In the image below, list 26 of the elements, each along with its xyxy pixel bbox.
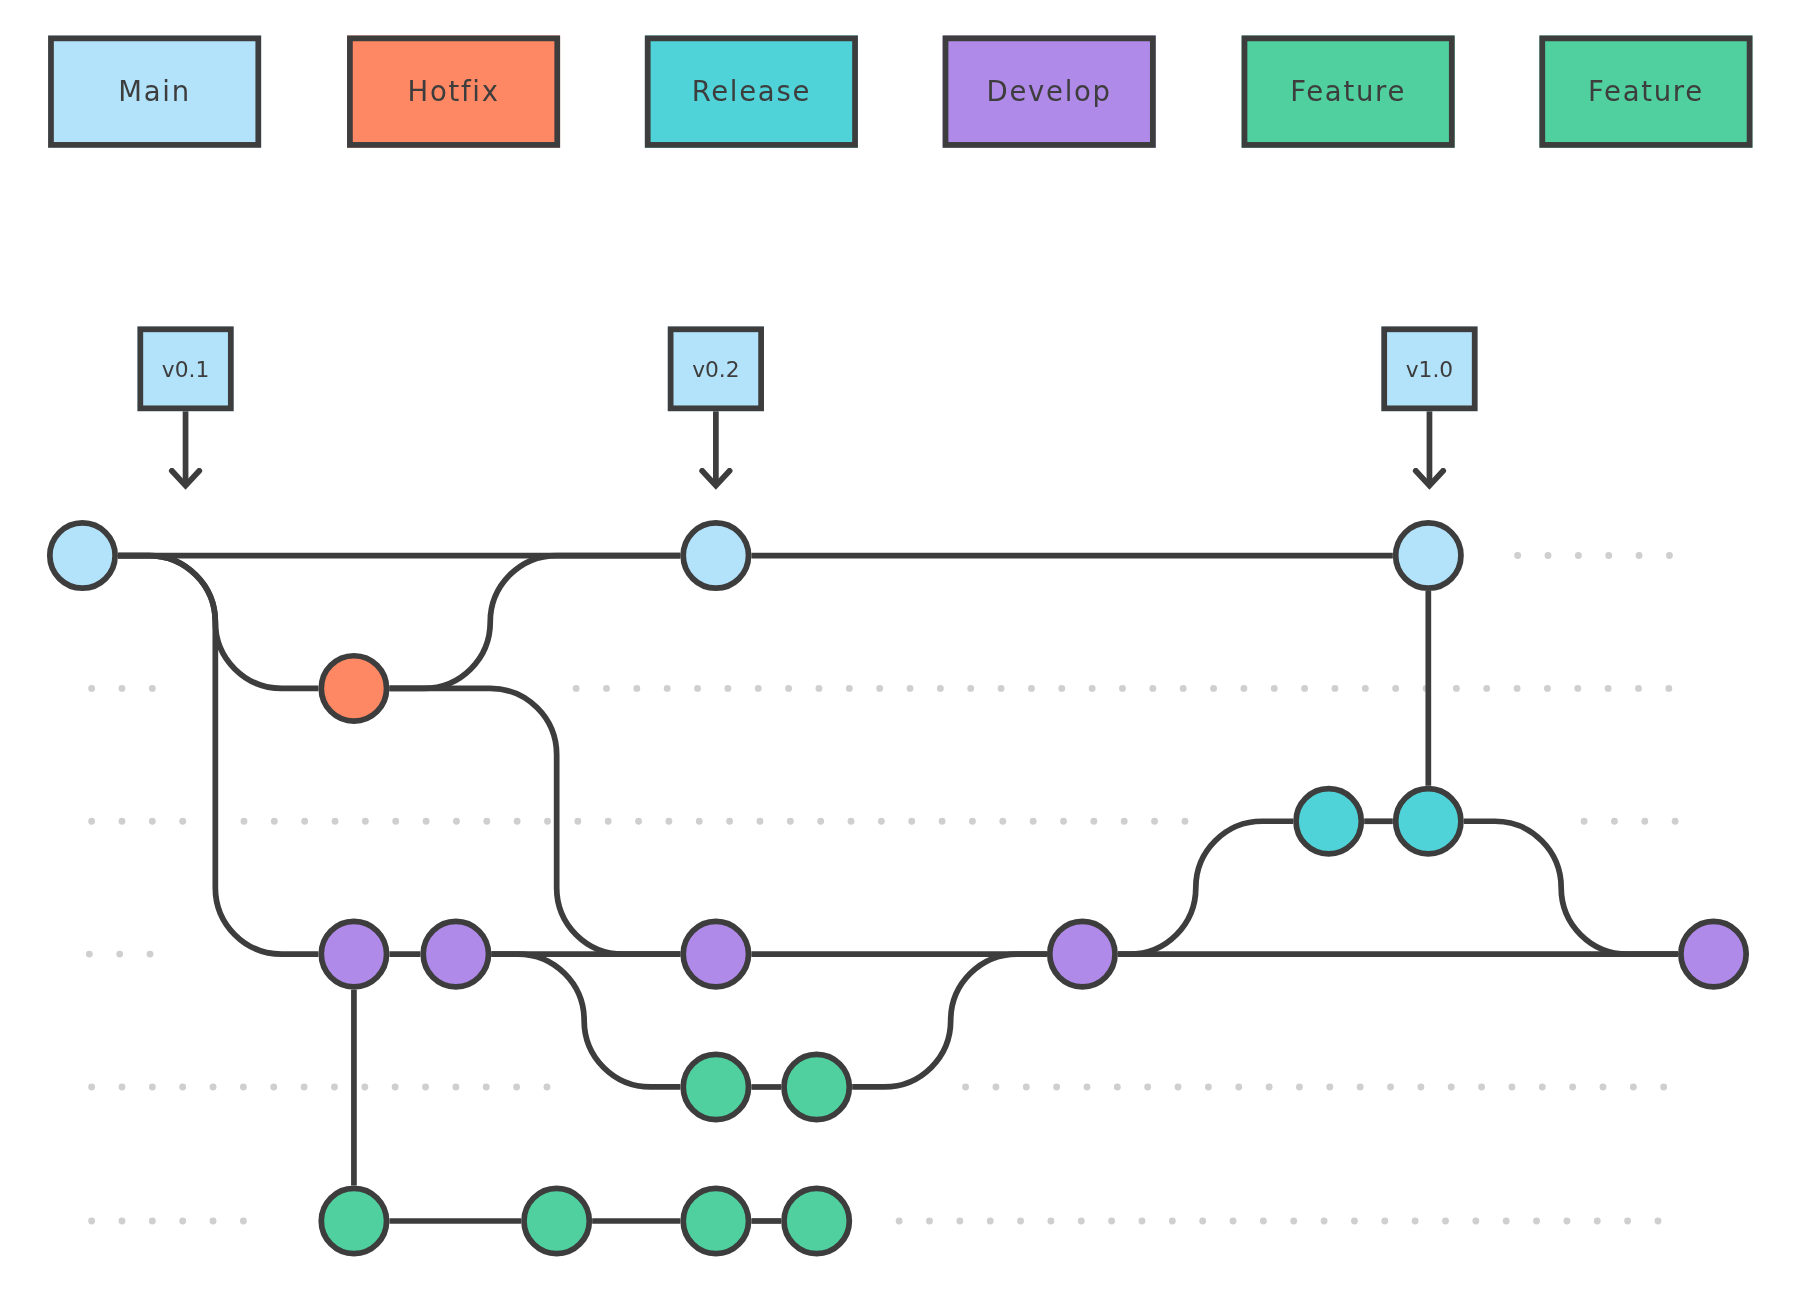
version-tag: v0.1 <box>137 326 234 412</box>
branch-line <box>1425 591 1432 786</box>
version-tag: v1.0 <box>1381 326 1478 412</box>
branch-line <box>1117 818 1294 957</box>
branch-line <box>1463 818 1678 957</box>
branch-legend-box: Main <box>48 35 262 148</box>
branch-legend-box: Develop <box>942 35 1156 148</box>
branch-legend-box: Release <box>644 35 858 148</box>
arrow <box>699 411 733 489</box>
branch-legend-box: Feature <box>1241 35 1455 148</box>
branch-line <box>118 552 319 957</box>
branch-line <box>751 552 1393 559</box>
branch-line <box>1364 818 1393 825</box>
arrow <box>1412 411 1447 489</box>
branch-line <box>389 951 421 957</box>
arrow <box>168 411 203 489</box>
branch-line <box>351 989 357 1186</box>
branch-line <box>751 1218 782 1224</box>
version-tag: v0.2 <box>667 326 764 412</box>
branch-line <box>852 951 1047 1090</box>
branch-line <box>751 1084 782 1090</box>
branch-line <box>592 1218 681 1224</box>
branch-legend-box: Feature <box>1539 35 1753 148</box>
branch-legend-box: Hotfix <box>347 35 561 148</box>
branch-line <box>389 1218 522 1224</box>
branch-line <box>491 951 681 1090</box>
